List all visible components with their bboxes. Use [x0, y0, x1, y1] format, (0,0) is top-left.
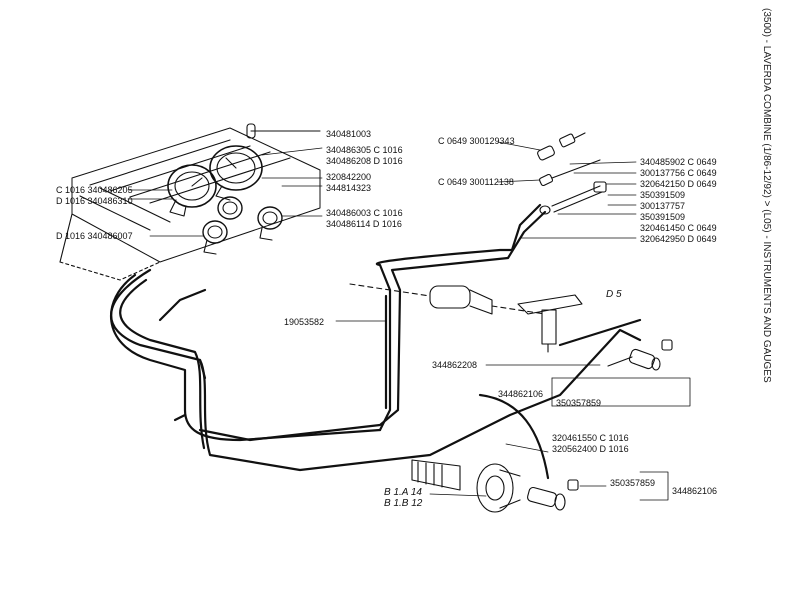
label-320842200: 320842200 [326, 172, 372, 182]
label-340486114: 340486114 D 1016 [326, 219, 402, 229]
bottom-sender [527, 479, 579, 511]
shaft-assembly [349, 283, 546, 315]
bottom-shaft [411, 459, 521, 513]
bulb-340481003 [246, 123, 321, 139]
label-300137757: 300137757 [640, 201, 686, 211]
page-title: (3500) - LAVERDA COMBINE (1/86-12/92) > … [761, 8, 772, 383]
sender-assembly-upper [537, 132, 607, 215]
small-gauge-right [257, 206, 283, 241]
label-320642950: 320642950 D 0649 [640, 234, 717, 244]
label-340486007: D 1016 340486007 [56, 231, 133, 241]
label-350357859-a: 350357859 [556, 398, 602, 408]
label-340486305: 340486305 C 1016 [326, 145, 403, 155]
leader-lines [127, 141, 691, 501]
label-320461550: 320461550 C 1016 [552, 433, 629, 443]
label-300112138: C 0649 300112138 [438, 177, 514, 187]
label-340485902: 340485902 C 0649 [640, 157, 717, 167]
label-344862106-a: 344862106 [498, 389, 544, 399]
label-B1A14: B 1.A 14 [384, 487, 422, 498]
label-19053582: 19053582 [284, 317, 325, 327]
label-340481003: 340481003 [326, 129, 372, 139]
label-350391509-a: 350391509 [640, 190, 686, 200]
large-gauge-right [209, 145, 263, 201]
label-320642150: 320642150 D 0649 [640, 179, 717, 189]
label-300137756: 300137756 C 0649 [640, 168, 717, 178]
label-320562400: 320562400 D 1016 [552, 444, 629, 454]
label-320461450: 320461450 C 0649 [640, 223, 717, 233]
cable-bundle [110, 203, 642, 480]
label-B1B12: B 1.B 12 [384, 498, 423, 509]
label-344862106-b: 344862106 [672, 486, 718, 496]
small-gauge-lower [202, 220, 228, 255]
sender-344862208 [607, 339, 673, 371]
dashboard-panel [59, 127, 321, 281]
small-gauge-center [217, 196, 243, 220]
label-340486208: 340486208 D 1016 [326, 156, 403, 166]
label-340486003: 340486003 C 1016 [326, 208, 403, 218]
label-350391509-b: 350391509 [640, 212, 686, 222]
label-340486310: D 1016 340486310 [56, 196, 133, 206]
label-344862208: 344862208 [432, 360, 478, 370]
label-344814323: 344814323 [326, 183, 372, 193]
label-300129343: C 0649 300129343 [438, 136, 515, 146]
label-340486205: C 1016 340486205 [56, 185, 133, 195]
bracket-D5 [517, 294, 583, 353]
large-gauge-left [167, 164, 217, 217]
label-D5: D 5 [606, 289, 622, 300]
label-350357859-b: 350357859 [610, 478, 656, 488]
